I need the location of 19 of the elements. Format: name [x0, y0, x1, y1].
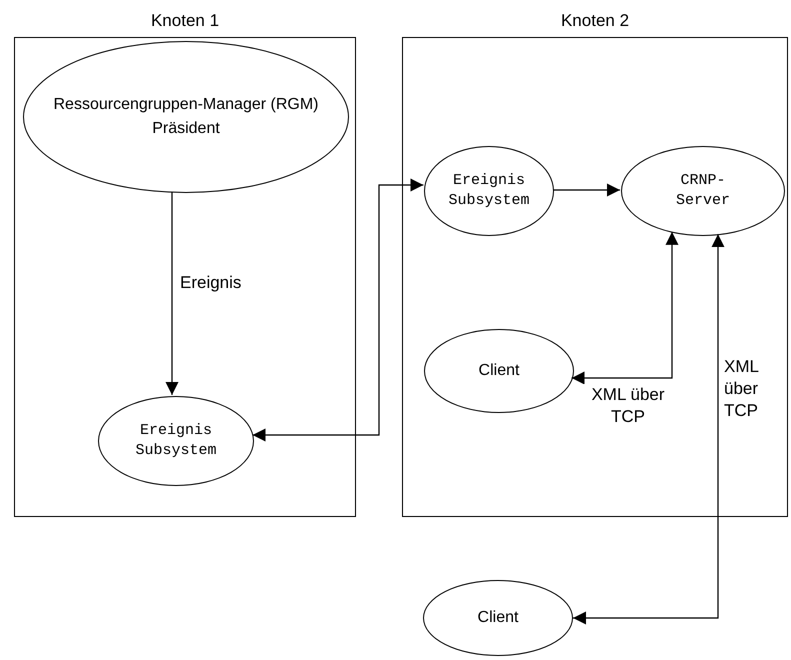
connector-arrow [572, 232, 678, 384]
node-label: Ressourcengruppen-Manager (RGM) Präsident [52, 95, 320, 139]
connector-arrow [252, 178, 424, 442]
process-ellipse [424, 329, 574, 413]
node-label: CRNP-Server [674, 171, 731, 211]
process-ellipse [424, 146, 554, 236]
node-label: Ereignis Subsystem [134, 421, 218, 461]
process-ellipse [98, 396, 254, 486]
connector-arrow [166, 192, 178, 395]
process-ellipse [621, 146, 785, 236]
connector-arrow [553, 184, 620, 196]
process-ellipse [23, 41, 349, 193]
node-heading: Knoten 1 [150, 10, 220, 32]
node-label: Ereignis Subsystem [447, 171, 530, 211]
connector-arrow [573, 234, 724, 624]
process-ellipse [423, 580, 573, 656]
node-heading: Knoten 2 [560, 10, 630, 32]
node-label: Client [476, 608, 520, 628]
node-label: Client [478, 361, 520, 381]
